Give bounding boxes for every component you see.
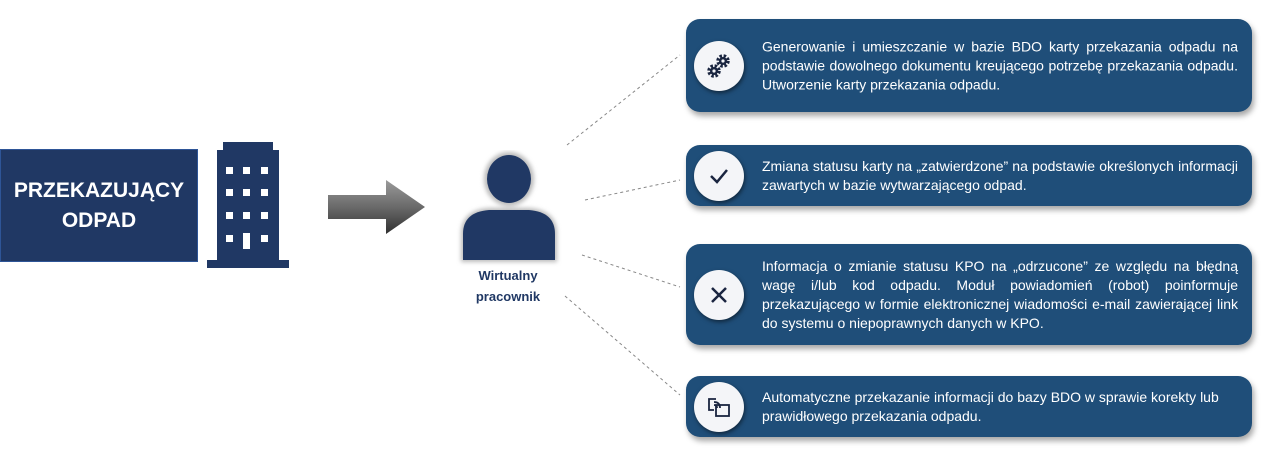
worker-label-2: pracownik — [475, 289, 541, 304]
worker-label-1: Wirtualny — [478, 268, 538, 283]
source-label-2: ODPAD — [61, 208, 137, 232]
step-card-2: Zmiana statusu karty na „zatwierdzone” n… — [686, 145, 1252, 206]
step-card-3: Informacja o zmianie statusu KPO na „odr… — [686, 244, 1252, 345]
step-card-1: Generowanie i umieszczanie w bazie BDO k… — [686, 19, 1252, 112]
step-text: Automatyczne przekazanie informacji do b… — [762, 388, 1219, 424]
source-box: PRZEKAZUJĄCY ODPAD — [0, 149, 198, 262]
source-label-1: PRZEKAZUJĄCY — [13, 178, 185, 202]
person-icon — [461, 152, 557, 262]
check-icon — [694, 150, 744, 201]
step-text: Informacja o zmianie statusu KPO na „odr… — [762, 257, 1238, 331]
step-text: Zmiana statusu karty na „zatwierdzone” n… — [762, 157, 1238, 193]
arrow-icon — [328, 180, 425, 234]
building-icon — [207, 142, 289, 268]
step-card-4: Automatyczne przekazanie informacji do b… — [686, 376, 1252, 437]
close-icon — [694, 269, 744, 320]
cast-icon — [694, 381, 744, 432]
gears-icon — [694, 40, 744, 91]
step-text: Generowanie i umieszczanie w bazie BDO k… — [762, 38, 1238, 92]
